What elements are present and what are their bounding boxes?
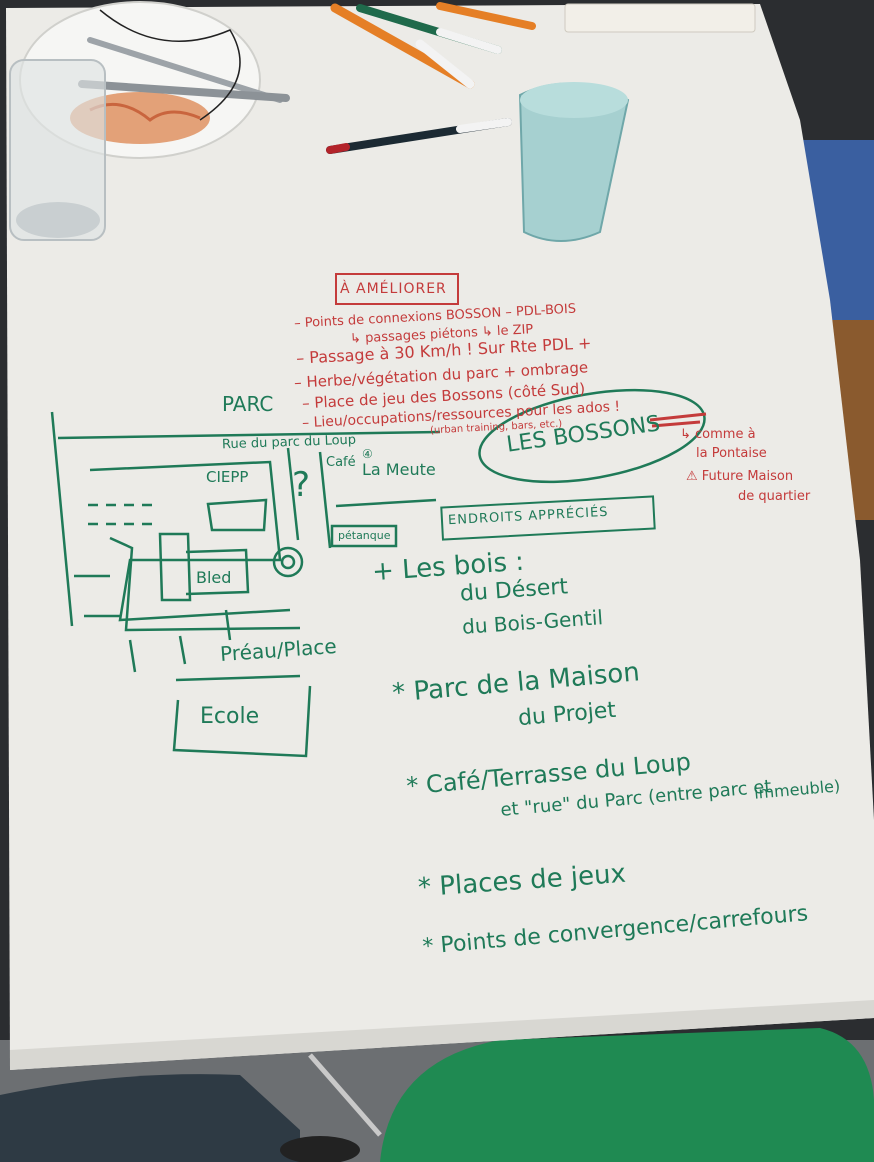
cafe-number: ④ <box>362 447 373 461</box>
side-note-4: de quartier <box>738 489 811 504</box>
cafe-label: Café <box>326 455 356 470</box>
glass-base <box>16 202 100 238</box>
heading-box <box>335 273 459 305</box>
question-mark: ? <box>292 465 311 505</box>
fork <box>87 37 283 103</box>
chair-leg <box>308 1053 382 1137</box>
parc-label: PARC <box>222 392 274 416</box>
cable <box>99 9 241 121</box>
paper-sheet <box>6 4 874 1070</box>
shoe <box>280 1136 360 1162</box>
bled-label: Bled <box>196 568 232 587</box>
person-legs <box>0 1074 300 1162</box>
ciepp-label: CIEPP <box>206 468 249 486</box>
green-heading-box <box>440 495 656 541</box>
map-drawing <box>50 411 441 758</box>
orange-marker-cap <box>415 39 475 89</box>
petanque-label: pétanque <box>338 529 391 542</box>
food-detail <box>89 102 201 122</box>
knife <box>78 80 290 102</box>
orange-marker-2 <box>436 2 536 30</box>
side-note-1: ↳ comme à <box>680 427 756 442</box>
empty-glass <box>9 59 106 241</box>
green-chair-seat <box>380 1028 874 1162</box>
les-bossons-ellipse <box>478 388 706 484</box>
side-note-3: ⚠ Future Maison <box>686 469 794 484</box>
improve-heading: À AMÉLIORER <box>340 281 447 297</box>
notebook <box>564 3 756 33</box>
ecole-label: Ecole <box>200 704 260 729</box>
red-underline <box>649 412 707 428</box>
paper-fold <box>10 1000 874 1070</box>
black-marker-tip <box>326 143 350 154</box>
side-note-2: la Pontaise <box>696 446 767 461</box>
la-meute-label: La Meute <box>362 460 436 479</box>
glass-rim <box>520 82 628 118</box>
black-marker-cap <box>456 118 512 133</box>
green-marker-cap <box>436 28 502 54</box>
